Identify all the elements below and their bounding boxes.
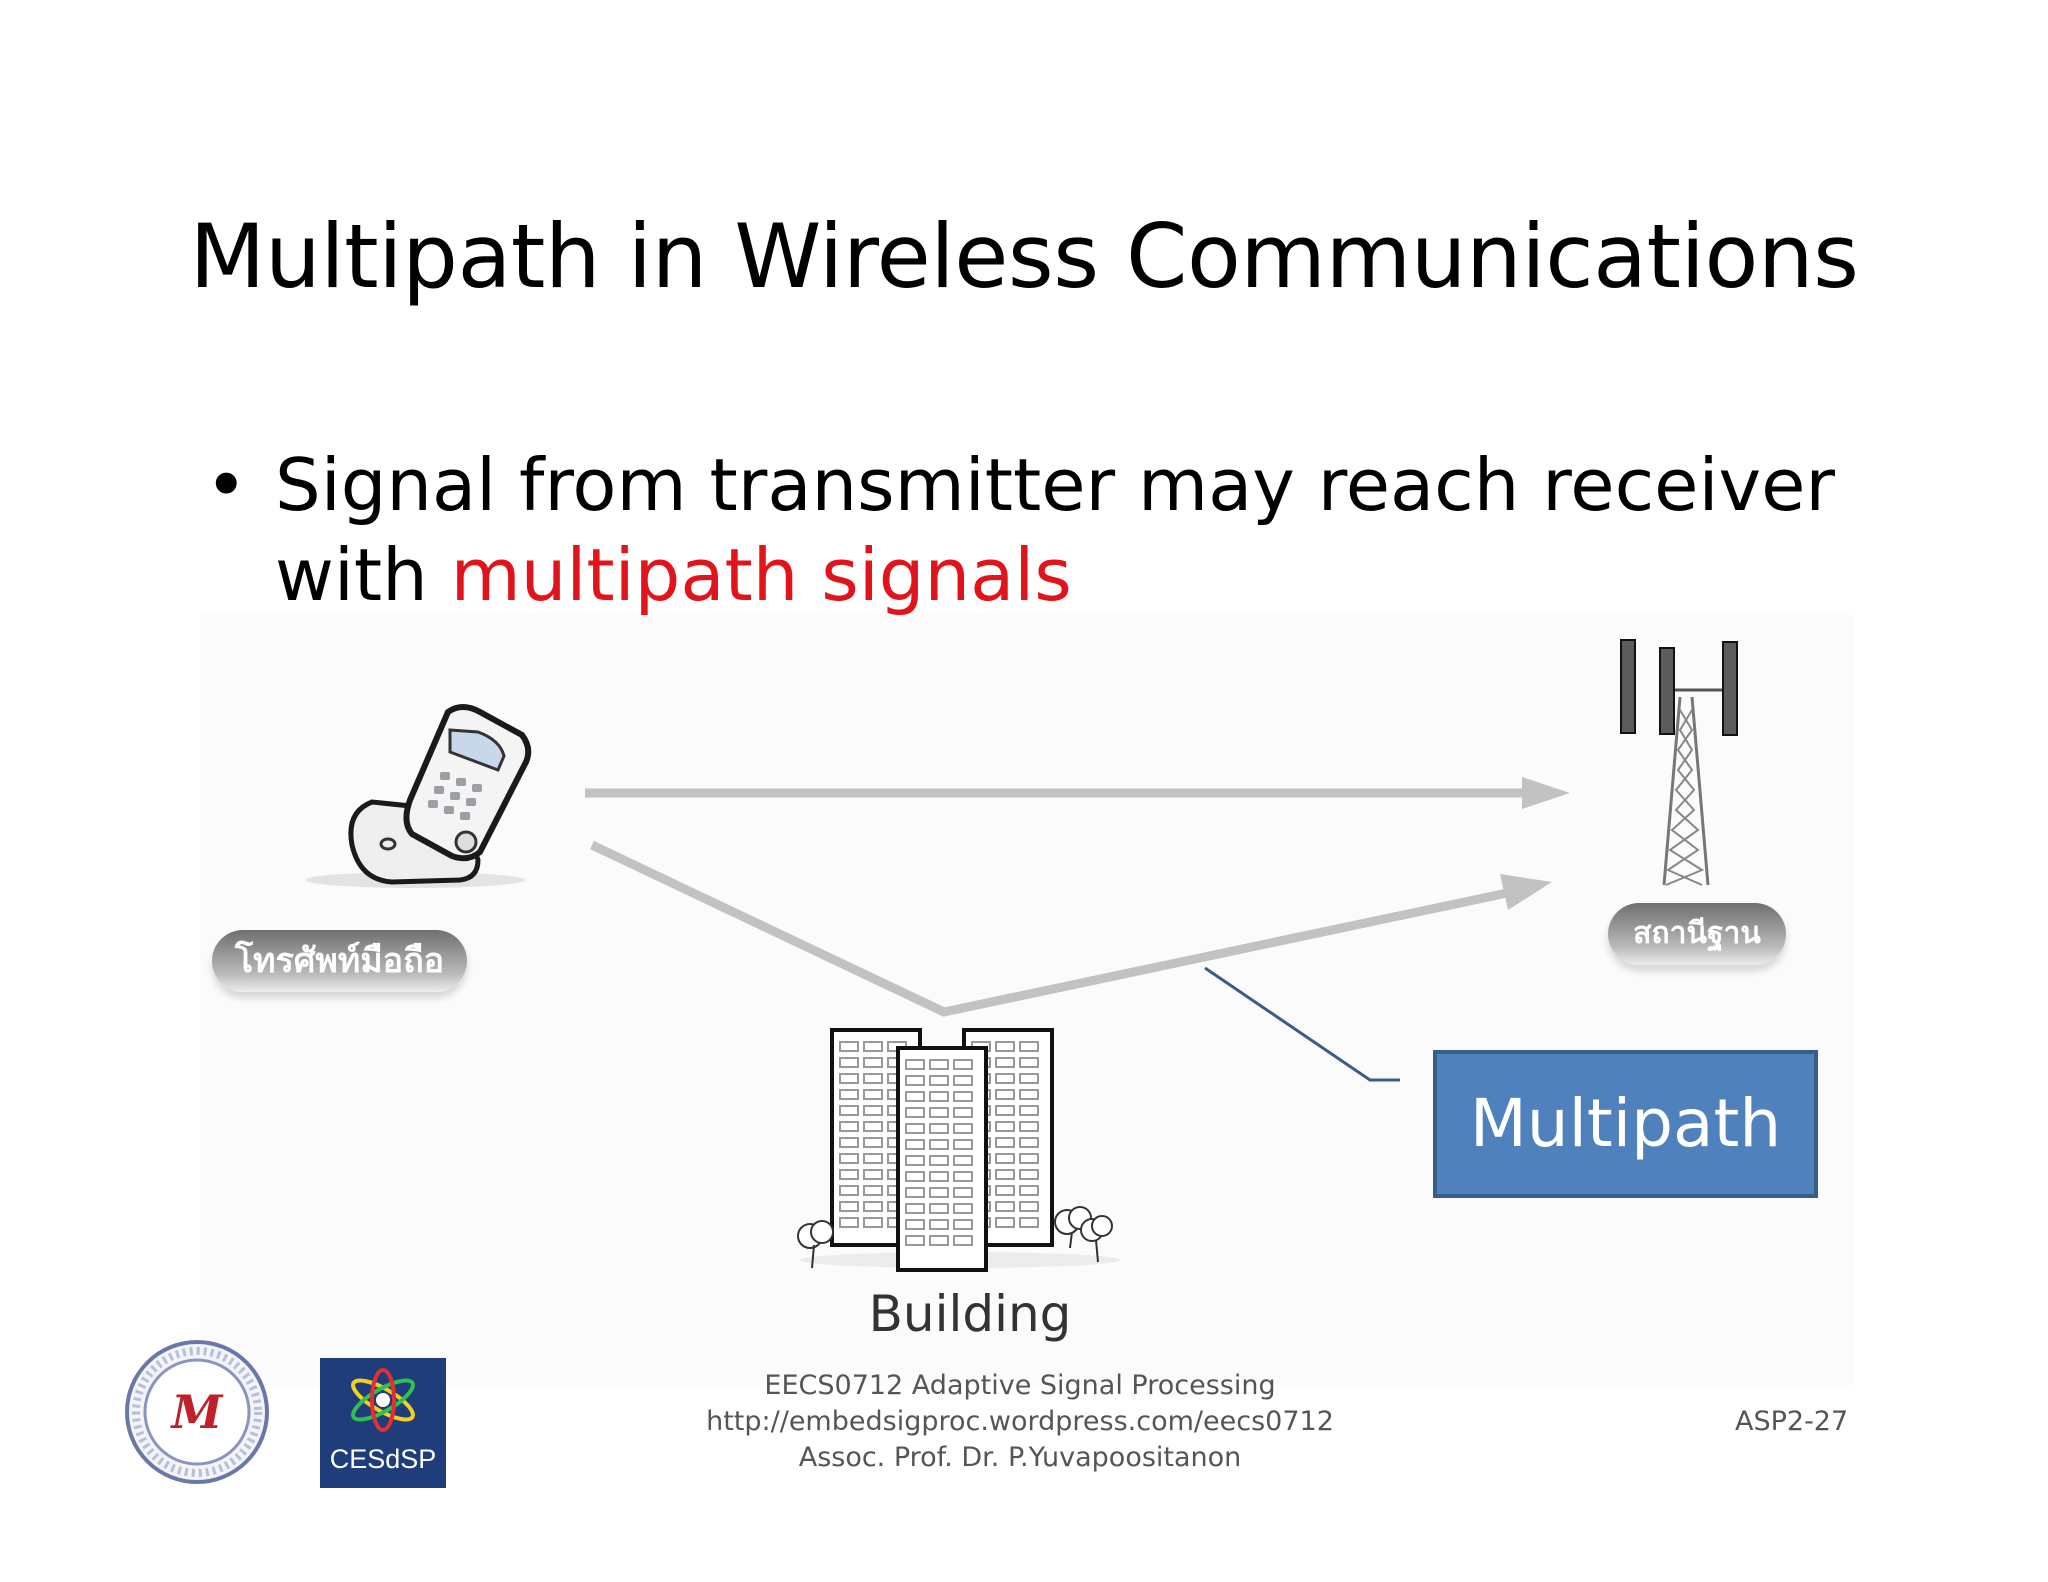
bullet-text-plain: Signal from transmitter may reach receiv… xyxy=(275,443,1835,617)
multipath-callout: Multipath xyxy=(1433,1050,1818,1198)
base-station-label: สถานีฐาน xyxy=(1608,903,1786,965)
footer-course: EECS0712 Adaptive Signal Processing xyxy=(764,1370,1276,1401)
direct-path-arrow xyxy=(585,777,1570,809)
university-seal-logo: M xyxy=(123,1338,271,1486)
mobile-phone-icon xyxy=(305,704,532,888)
base-station-tower-icon xyxy=(1620,639,1738,886)
bullet-marker: • xyxy=(205,443,248,527)
slide-title: Multipath in Wireless Communications xyxy=(189,205,1859,308)
bullet-text-highlight: multipath signals xyxy=(450,533,1072,617)
reflected-path-arrow xyxy=(590,840,1552,1017)
footer-url: http://embedsigproc.wordpress.com/eecs07… xyxy=(706,1406,1334,1437)
cesdsp-logo: CESdSP xyxy=(320,1358,446,1488)
seal-monogram: M xyxy=(170,1385,225,1439)
slide-number: ASP2-27 xyxy=(1735,1406,1849,1437)
phone-label: โทรศัพท์มือถือ xyxy=(212,930,467,992)
callout-leader-line xyxy=(1204,966,1400,1082)
cesdsp-logo-text: CESdSP xyxy=(329,1444,437,1474)
bullet-text: Signal from transmitter may reach receiv… xyxy=(275,440,1835,620)
building-label: Building xyxy=(868,1285,1072,1343)
building-icon xyxy=(797,1028,1120,1272)
footer-author: Assoc. Prof. Dr. P.Yuvapoositanon xyxy=(798,1442,1242,1473)
footer: EECS0712 Adaptive Signal Processing http… xyxy=(700,1368,1340,1476)
